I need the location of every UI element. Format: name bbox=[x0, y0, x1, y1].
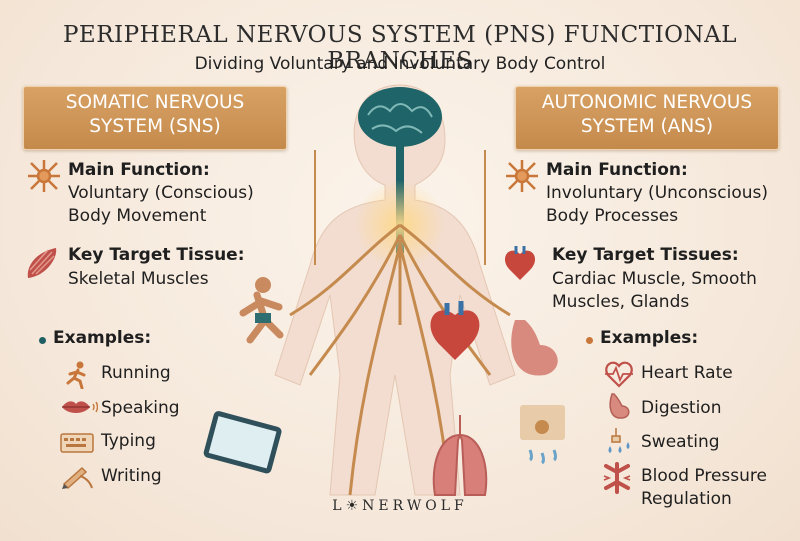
page-subtitle: Dividing Voluntary and Involuntary Body … bbox=[194, 54, 606, 74]
autonomic-examples-heading: Examples: bbox=[600, 328, 699, 348]
heart-rate-icon bbox=[602, 360, 636, 388]
somatic-example-1: Speaking bbox=[101, 398, 180, 418]
autonomic-banner-line1: AUTONOMIC NERVOUS bbox=[541, 92, 753, 113]
somatic-example-2: Typing bbox=[101, 431, 156, 451]
somatic-examples-heading: Examples: bbox=[53, 328, 152, 348]
autonomic-example-3: Blood Pressure bbox=[641, 466, 767, 486]
stomach-icon bbox=[604, 392, 634, 422]
runner-figure bbox=[239, 277, 284, 344]
heart-icon bbox=[500, 244, 540, 284]
somatic-function-line2: Body Movement bbox=[68, 206, 207, 226]
neuron-icon bbox=[504, 158, 540, 194]
autonomic-examples-bullet bbox=[586, 337, 593, 344]
body-silhouette bbox=[274, 84, 516, 496]
autonomic-example-2: Sweating bbox=[641, 432, 720, 452]
autonomic-target-line2: Muscles, Glands bbox=[552, 292, 690, 312]
somatic-banner: SOMATIC NERVOUS SYSTEM (SNS) bbox=[23, 86, 287, 150]
heart-organ bbox=[430, 301, 480, 360]
somatic-function-heading: Main Function: bbox=[68, 160, 210, 180]
autonomic-function-heading: Main Function: bbox=[546, 160, 688, 180]
artery-icon bbox=[600, 462, 634, 494]
runner-icon bbox=[62, 361, 92, 389]
muscle-icon bbox=[22, 244, 62, 284]
autonomic-banner-line2: SYSTEM (ANS) bbox=[580, 116, 714, 137]
somatic-example-3: Writing bbox=[101, 466, 162, 486]
lips-icon bbox=[60, 397, 98, 419]
autonomic-target-line1: Cardiac Muscle, Smooth bbox=[552, 269, 757, 289]
writing-hand-icon bbox=[60, 462, 94, 490]
somatic-target-heading: Key Target Tissue: bbox=[68, 245, 245, 265]
keyboard-icon bbox=[60, 430, 94, 454]
somatic-examples-bullet bbox=[39, 337, 46, 344]
somatic-target-line1: Skeletal Muscles bbox=[68, 269, 209, 289]
somatic-example-0: Running bbox=[101, 363, 171, 383]
body-nerve-illustration bbox=[203, 84, 565, 496]
page-title: PERIPHERAL NERVOUS SYSTEM (PNS) FUNCTION… bbox=[62, 22, 738, 74]
autonomic-banner: AUTONOMIC NERVOUS SYSTEM (ANS) bbox=[515, 86, 779, 150]
sweat-drops-icon bbox=[604, 426, 634, 456]
watermark-logo: L☀NERWOLF bbox=[332, 498, 468, 514]
autonomic-target-heading: Key Target Tissues: bbox=[552, 245, 739, 265]
tablet-icon bbox=[203, 411, 282, 474]
stomach-organ bbox=[511, 320, 558, 376]
somatic-banner-line2: SYSTEM (SNS) bbox=[89, 116, 221, 137]
somatic-banner-line1: SOMATIC NERVOUS bbox=[65, 92, 245, 113]
autonomic-function-line1: Involuntary (Unconscious) bbox=[546, 183, 769, 203]
autonomic-example-0: Heart Rate bbox=[641, 363, 733, 383]
lungs-organ bbox=[432, 415, 488, 496]
brain-icon bbox=[358, 87, 442, 147]
autonomic-example-4: Regulation bbox=[641, 489, 732, 509]
somatic-function-line1: Voluntary (Conscious) bbox=[68, 183, 254, 203]
autonomic-function-line2: Body Processes bbox=[546, 206, 679, 226]
skin-gland-icon bbox=[520, 405, 565, 465]
neuron-icon bbox=[26, 158, 62, 194]
autonomic-example-1: Digestion bbox=[641, 398, 722, 418]
